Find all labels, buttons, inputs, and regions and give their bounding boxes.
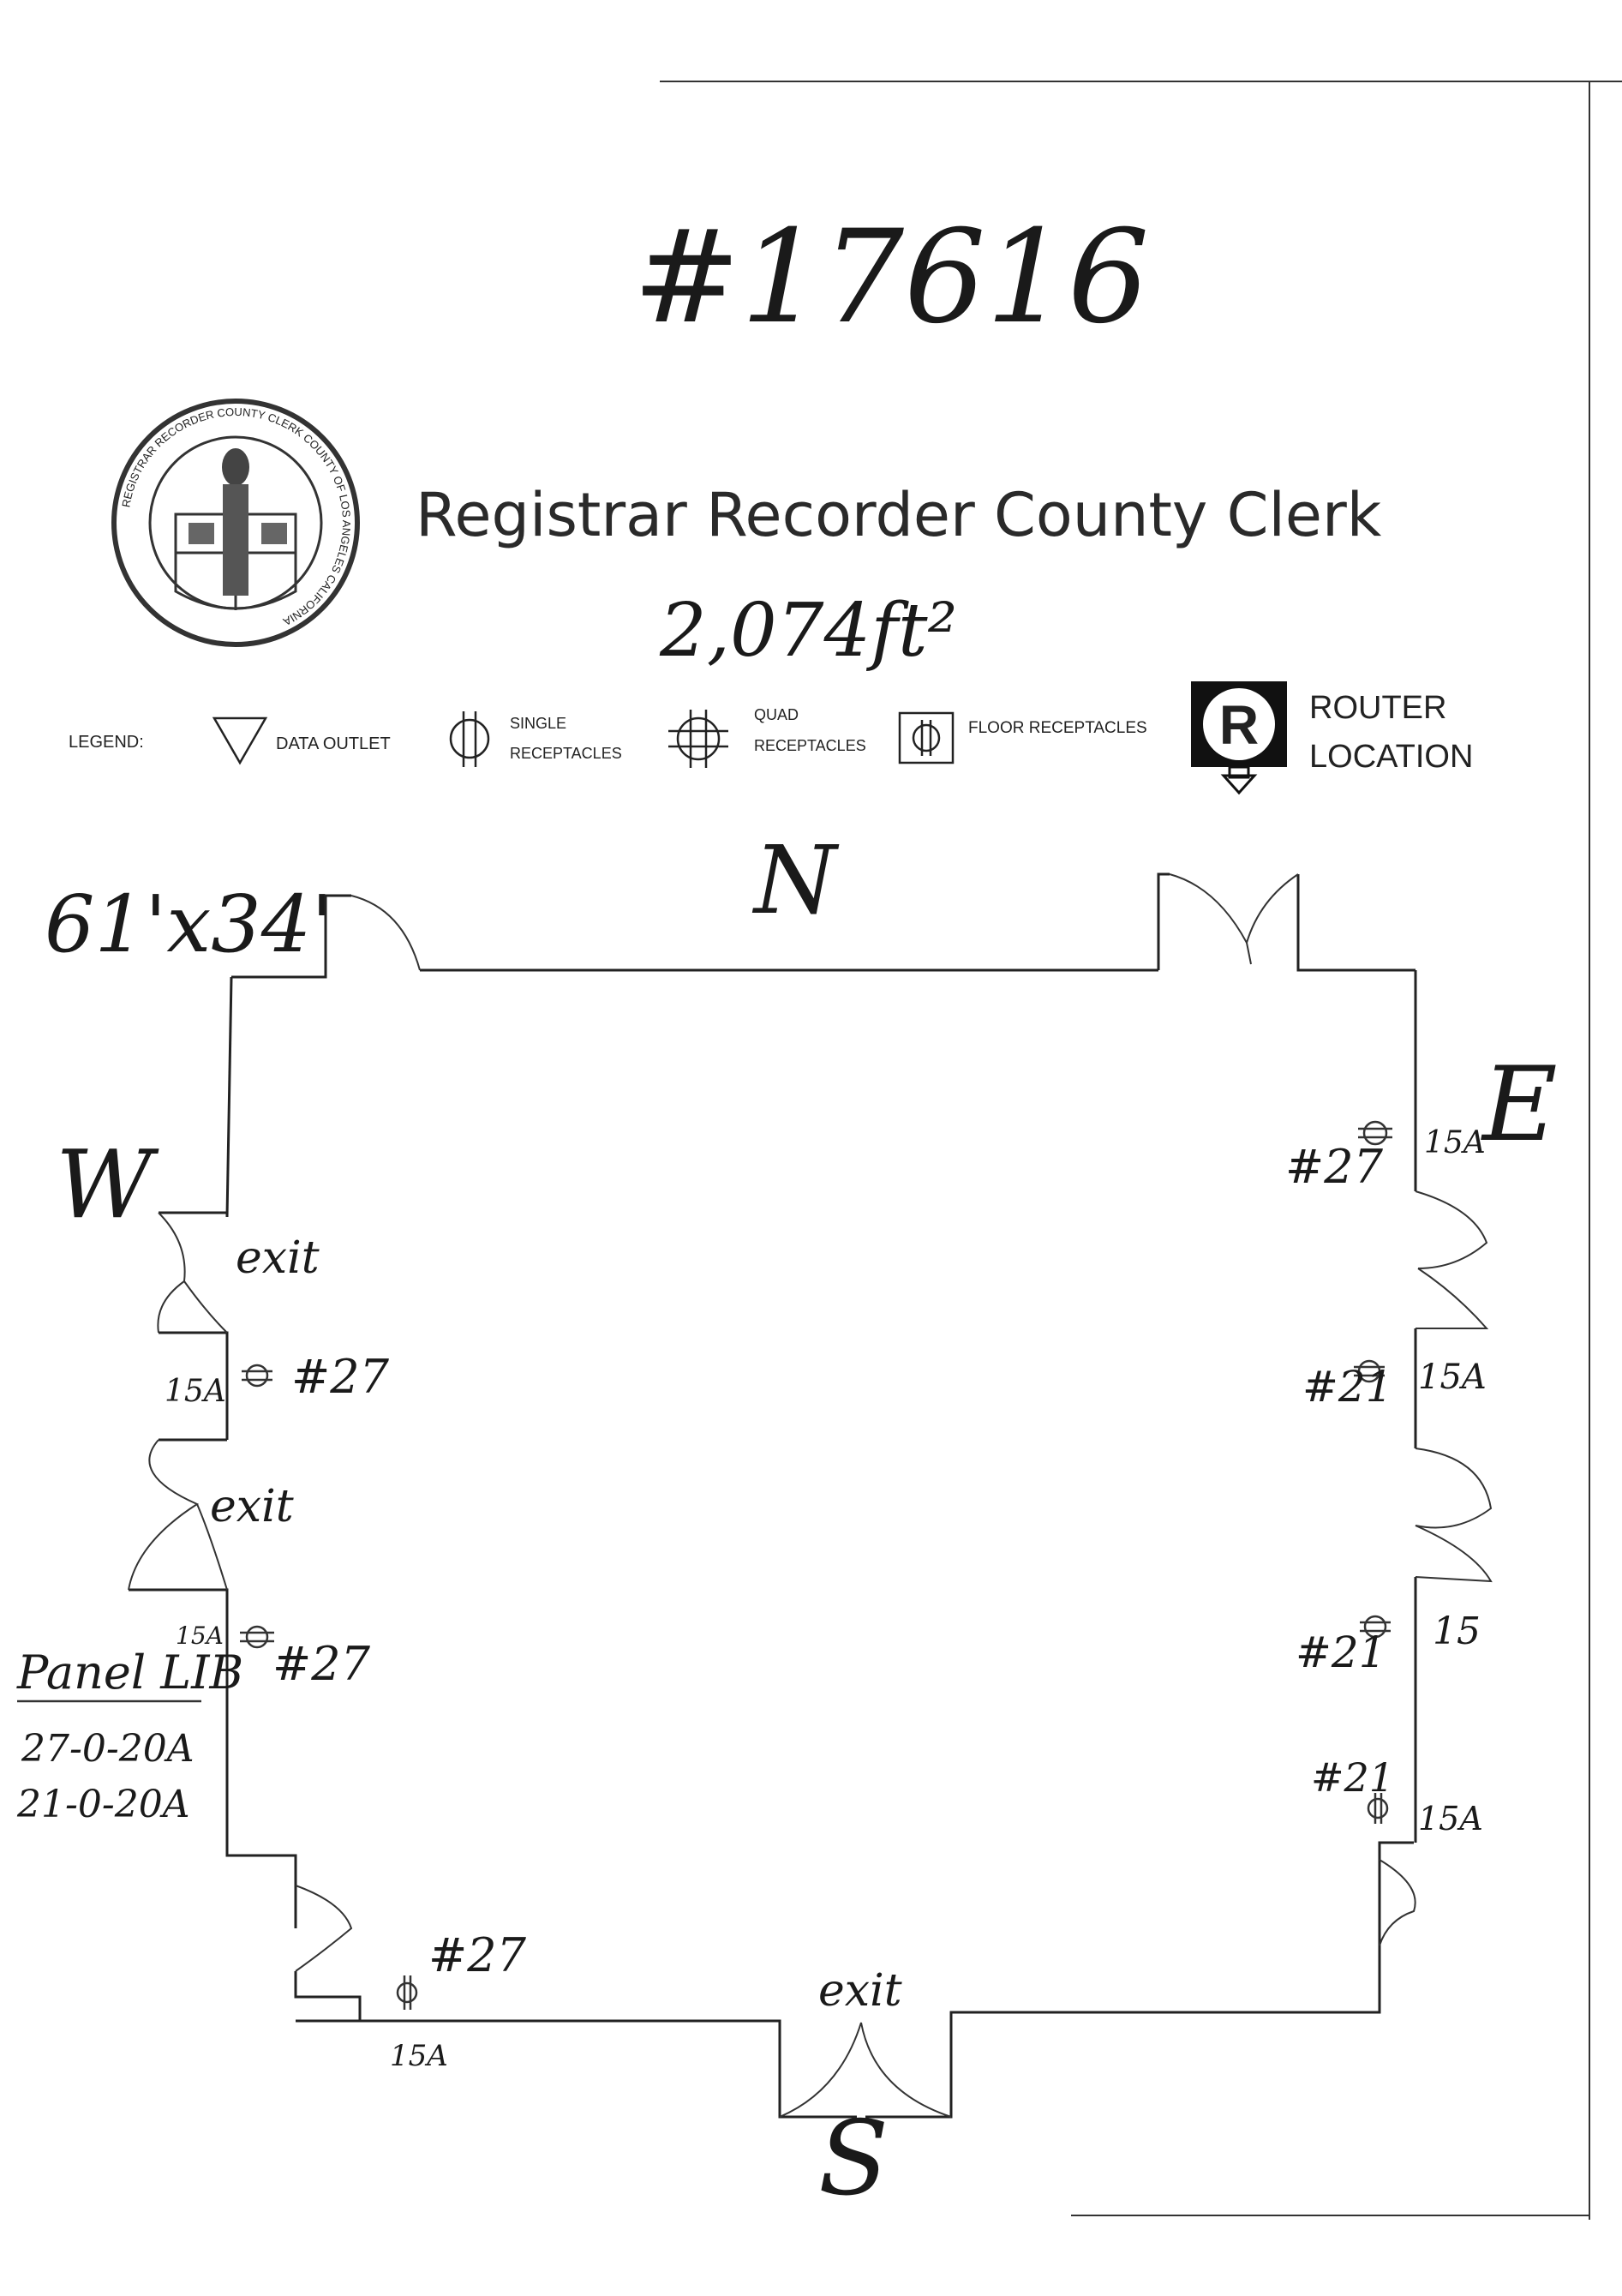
outlet-amps: 15A: [1418, 1358, 1487, 1397]
compass-east: E: [1481, 1046, 1558, 1165]
outlet-east-upper-mid: #21 15A: [1302, 1358, 1487, 1412]
outlet-west-lower: #27 15A: [176, 1622, 371, 1691]
outlet-amps: 15A: [390, 2039, 448, 2073]
legend-label: LEGEND:: [69, 733, 144, 752]
outlet-circuit: #21: [1311, 1754, 1394, 1801]
legend-floor: FLOOR RECEPTACLES: [968, 719, 1147, 737]
legend-router-line1: ROUTER: [1309, 690, 1446, 726]
outlet-amps: 15: [1433, 1610, 1481, 1653]
legend: LEGEND: DATA OUTLET SINGLE RECEPTACLES Q…: [69, 681, 1473, 795]
outlet-circuit: #21: [1302, 1362, 1393, 1412]
outlet-west-upper: #27 15A: [165, 1350, 390, 1409]
outlet-circuit: #27: [291, 1350, 390, 1404]
quad-receptacle-icon: [1357, 1359, 1381, 1383]
outlet-circuit: #27: [272, 1637, 371, 1691]
floor-receptacle-icon: [898, 711, 955, 764]
exit-label-south: exit: [818, 1965, 902, 2017]
router-icon: R: [1191, 681, 1287, 795]
panel-circuit-2: 21-0-20A: [16, 1783, 189, 1826]
outlet-circuit: #27: [1285, 1140, 1384, 1194]
single-receptacle-icon: [449, 711, 490, 767]
outlet-circuit: #21: [1296, 1628, 1386, 1677]
compass-north: N: [751, 825, 840, 935]
compass-south: S: [818, 2100, 889, 2219]
quad-receptacle-icon: [1363, 1615, 1387, 1639]
outlet-circuit: #27: [428, 1928, 527, 1982]
outlet-amps: 15A: [176, 1622, 224, 1650]
exit-label-west-lower: exit: [210, 1481, 294, 1532]
outlet-east-bottom: #21 15A: [1311, 1754, 1483, 1837]
single-receptacle-icon: [1367, 1797, 1389, 1819]
quad-receptacle-icon: [668, 710, 728, 768]
quad-receptacle-icon: [245, 1364, 269, 1388]
legend-quad-line2: RECEPTACLES: [754, 737, 866, 754]
legend-data-outlet: DATA OUTLET: [276, 734, 391, 753]
electrical-panel: Panel LIB 27-0-20A 21-0-20A: [16, 1646, 243, 1826]
page-title: Registrar Recorder County Clerk: [416, 480, 1382, 550]
outlet-east-lower-mid: #21 15: [1296, 1610, 1481, 1677]
exit-label-west-upper: exit: [236, 1232, 320, 1284]
door-swings: [128, 873, 1493, 2118]
panel-circuit-1: 27-0-20A: [21, 1727, 194, 1771]
room-walls: [129, 872, 1417, 2119]
legend-quad-line1: QUAD: [754, 706, 799, 723]
legend-single-line1: SINGLE: [510, 715, 566, 732]
legend-single-line2: RECEPTACLES: [510, 745, 622, 762]
room-dimensions: 61'x34': [45, 878, 333, 970]
quad-receptacle-icon: [245, 1625, 269, 1649]
doc-number: #17616: [633, 203, 1150, 352]
svg-text:R: R: [1219, 694, 1259, 756]
outlet-amps: 15A: [1418, 1800, 1483, 1837]
compass-west: W: [56, 1130, 159, 1239]
legend-router-line2: LOCATION: [1309, 739, 1473, 775]
single-receptacle-icon: [396, 1981, 418, 2004]
quad-receptacle-icon: [1362, 1120, 1388, 1146]
outlet-east-top: #27 15A: [1285, 1120, 1486, 1194]
outlet-south-west: #27 15A: [390, 1928, 527, 2073]
data-outlet-triangle-icon: [212, 716, 268, 765]
outlet-amps: 15A: [1424, 1125, 1486, 1160]
area-note: 2,074ft²: [659, 588, 957, 674]
outlet-amps: 15A: [165, 1374, 226, 1409]
county-seal: REGISTRAR RECORDER COUNTY CLERK COUNTY O…: [111, 399, 360, 647]
panel-label: Panel LIB: [16, 1646, 243, 1700]
